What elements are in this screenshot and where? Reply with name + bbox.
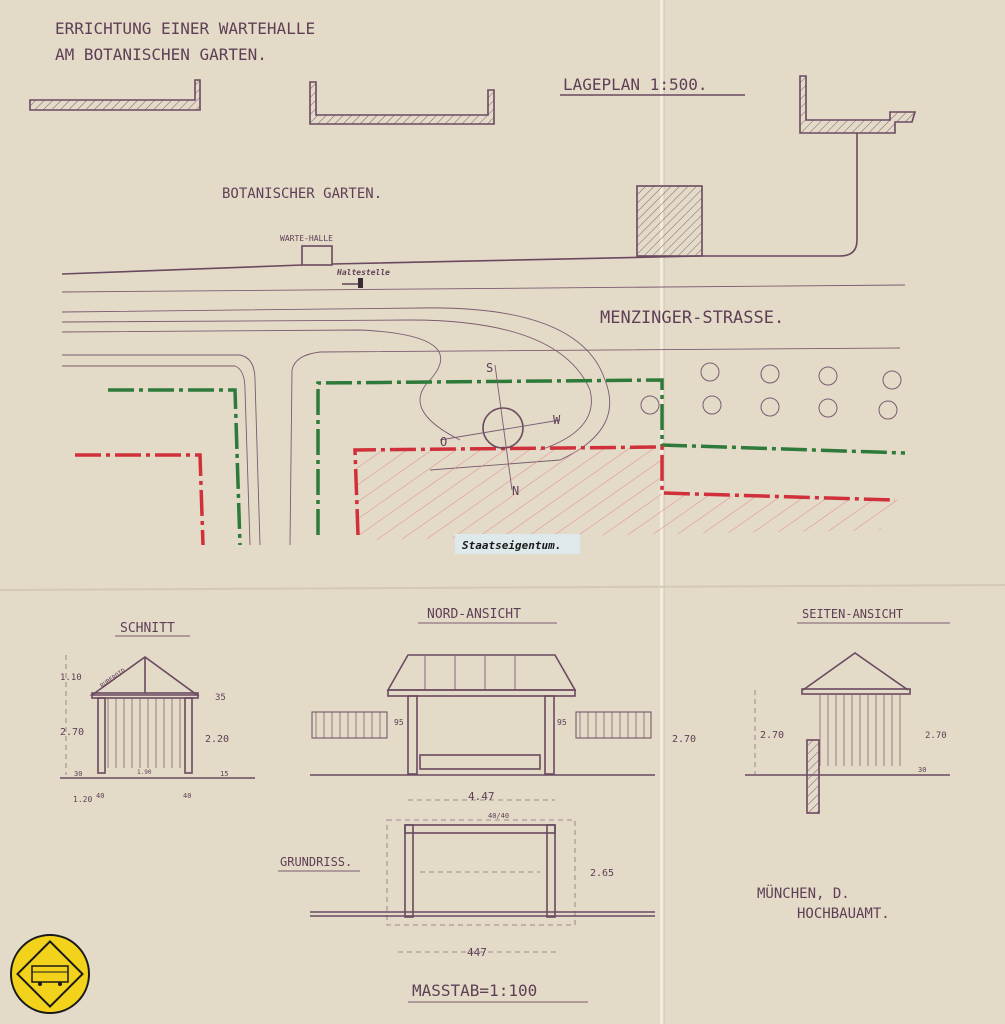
office-line-2: HOCHBAUAMT. <box>797 906 890 922</box>
dimension-label: 15 <box>220 770 228 778</box>
dimension-label: RUBEROID <box>99 667 127 690</box>
section-drawing: SCHNITT RUBEROID 1.10 2.70 2.20 35 30 15… <box>60 621 255 804</box>
dimension-label: W <box>553 413 561 427</box>
dimension-label: 40 <box>96 792 104 800</box>
section-label: SCHNITT <box>120 621 175 636</box>
dimension-label: 40/40 <box>488 812 509 820</box>
floor-plan-label: GRUNDRISS. <box>280 855 352 869</box>
dimension-label: 95 <box>557 718 567 727</box>
dimension-label: N <box>512 484 519 498</box>
street-label: MENZINGER-STRASSE. <box>600 308 784 328</box>
dimension-label: 2.70 <box>925 731 947 741</box>
dimension-label: 2.20 <box>205 734 229 745</box>
dimension-label: 30 <box>918 766 926 774</box>
side-elevation-label: SEITEN-ANSICHT <box>802 607 903 621</box>
dimension-label: 447 <box>467 946 487 959</box>
site-plan: LAGEPLAN 1:500. BOTANISCHER GARTEN. WART… <box>29 75 917 554</box>
dimension-label: 95 <box>394 718 404 727</box>
dimension-label: 2.70 <box>672 734 696 745</box>
dimension-label: 2.70 <box>60 727 84 738</box>
garden-label: BOTANISCHER GARTEN. <box>222 186 382 202</box>
dimension-label: 1.20 <box>73 795 92 804</box>
dimension-label: 1.90 <box>137 769 152 776</box>
dimension-label: 1.10 <box>60 673 82 683</box>
museum-logo <box>10 934 90 1014</box>
state-property-label: Staatseigentum. <box>462 539 561 552</box>
north-elevation: NORD-ANSICHT 95 95 2.70 4.47 <box>310 607 696 803</box>
dimension-label: 40 <box>183 792 191 800</box>
dimension-label: S <box>486 361 493 375</box>
dimension-label: 2.65 <box>590 868 614 879</box>
dimension-label: O <box>440 435 447 449</box>
side-elevation: SEITEN-ANSICHT 2.70 2.70 30 <box>745 607 950 814</box>
north-elevation-label: NORD-ANSICHT <box>427 607 521 622</box>
office-line-1: MÜNCHEN, D. <box>757 884 850 902</box>
compass: S W O N <box>439 361 561 498</box>
dimension-label: 4.47 <box>468 790 495 803</box>
trees <box>640 362 902 420</box>
title-line-2: AM BOTANISCHEN GARTEN. <box>55 45 267 64</box>
scale-label: MASSTAB=1:100 <box>412 981 537 1000</box>
stop-label: Haltestelle <box>336 268 390 277</box>
dimension-label: 30 <box>74 770 82 778</box>
site-plan-label: LAGEPLAN 1:500. <box>563 75 708 94</box>
waiting-hall-label: WARTE-HALLE <box>280 234 333 243</box>
dimension-label: 2.70 <box>760 730 784 741</box>
title-line-1: ERRICHTUNG EINER WARTEHALLE <box>55 19 315 38</box>
dimension-label: 35 <box>215 693 226 703</box>
floor-plan: GRUNDRISS. 40/40 2.65 447 <box>278 812 655 959</box>
